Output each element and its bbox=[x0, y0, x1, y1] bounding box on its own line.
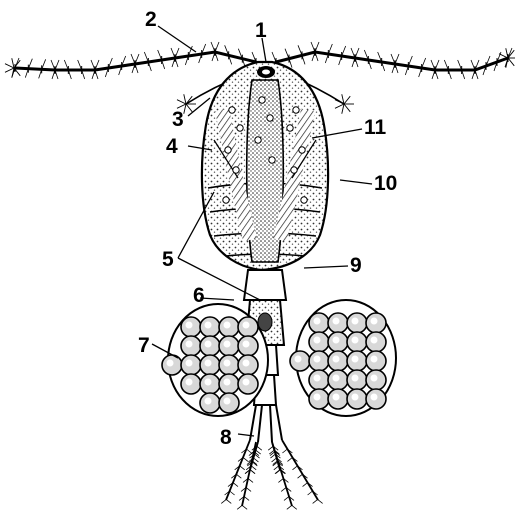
label-11: 11 bbox=[364, 116, 387, 139]
cephalothorax bbox=[202, 62, 328, 270]
egg-sac-left bbox=[162, 304, 268, 416]
label-5: 5 bbox=[162, 248, 174, 271]
label-9: 9 bbox=[350, 254, 362, 277]
label-6: 6 bbox=[193, 284, 205, 307]
label-10: 10 bbox=[374, 172, 397, 195]
label-4: 4 bbox=[166, 135, 178, 158]
caudal-setae bbox=[221, 440, 322, 509]
label-8: 8 bbox=[220, 426, 232, 449]
egg-sac-right bbox=[290, 300, 396, 416]
label-1: 1 bbox=[255, 19, 267, 42]
label-7: 7 bbox=[138, 334, 150, 357]
label-3: 3 bbox=[172, 108, 184, 131]
label-2: 2 bbox=[145, 8, 157, 31]
